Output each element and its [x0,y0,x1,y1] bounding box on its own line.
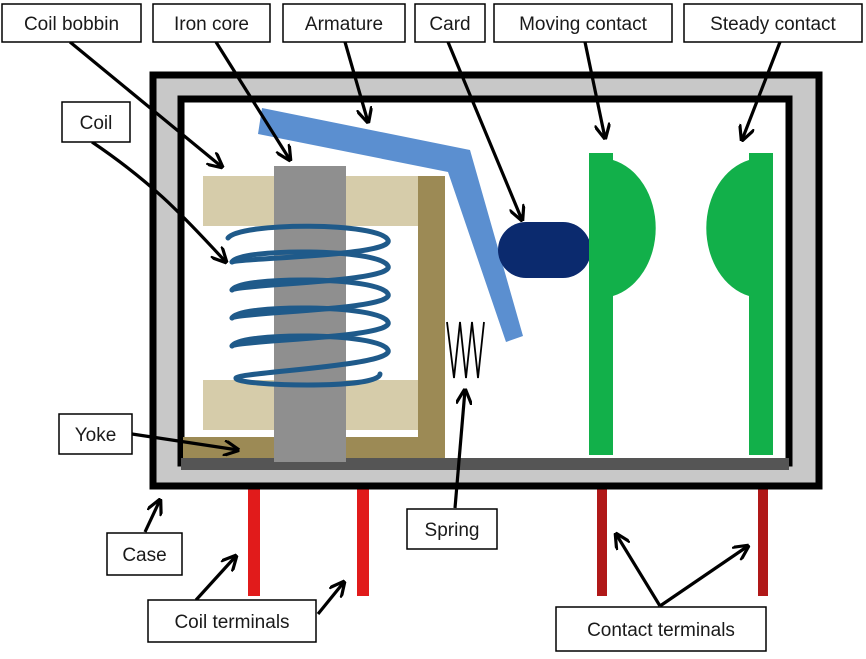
label-armature-text: Armature [305,14,383,35]
coil-turn-3 [229,277,391,321]
arrow-steady-contact [742,41,782,140]
label-steady-contact-text: Steady contact [710,14,836,35]
label-moving-contact: Moving contact [493,3,673,43]
case-base [181,458,789,470]
arrow-contact-terminal-right [659,546,748,608]
label-coil-terminals: Coil terminals [147,599,317,643]
coil-turn-2 [229,249,391,293]
arrow-coil-bobbin [68,40,222,167]
label-coil-text: Coil [80,113,113,134]
arrow-moving-contact [583,41,605,138]
arrow-yoke [131,432,238,450]
armature [258,108,523,342]
spring [446,321,485,379]
arrow-coil-terminal-right [316,582,344,616]
coil-turn-5 [229,333,391,388]
label-card: Card [414,3,486,43]
label-yoke: Yoke [58,413,133,455]
label-yoke-text: Yoke [75,425,117,446]
label-contact-terminals: Contact terminals [555,606,767,652]
label-spring: Spring [406,508,498,550]
label-coil-bobbin-text: Coil bobbin [24,14,119,35]
label-contact-terminals-text: Contact terminals [587,620,735,641]
arrow-card [446,41,522,220]
label-armature: Armature [282,3,406,43]
coil-terminal-right [357,486,369,596]
arrow-contact-terminal-left [616,534,662,607]
moving-contact-head [613,160,656,296]
steady-contact [706,153,773,455]
arrow-iron-core [214,41,290,160]
label-moving-contact-text: Moving contact [519,14,648,35]
label-iron-core-text: Iron core [174,14,249,35]
label-case-text: Case [122,545,166,566]
label-coil: Coil [61,101,131,143]
label-card-text: Card [429,14,470,35]
coil-terminals [248,486,369,596]
arrow-coil-terminal-left [194,556,236,602]
steady-contact-head [706,160,749,296]
label-steady-contact: Steady contact [683,3,863,43]
coil [225,223,391,388]
label-iron-core: Iron core [152,3,271,43]
coil-turn-1 [225,223,391,265]
label-case: Case [106,532,183,576]
arrow-coil [91,140,226,262]
arrows [68,40,782,616]
arrow-spring [453,390,465,509]
label-coil-bobbin: Coil bobbin [1,3,142,43]
card [498,222,591,278]
arrow-armature [343,41,368,122]
arrow-case [143,500,160,533]
moving-contact [589,153,656,455]
label-coil-terminals-text: Coil terminals [174,612,289,633]
coil-turn-4 [229,305,391,349]
contact-terminal-right [758,486,768,596]
contact-terminal-left [597,486,607,596]
label-spring-text: Spring [425,520,480,541]
coil-terminal-left [248,486,260,596]
moving-contact-stem [589,153,613,455]
contact-terminals [597,486,768,596]
steady-contact-stem [749,153,773,455]
yoke-upright [418,176,445,458]
